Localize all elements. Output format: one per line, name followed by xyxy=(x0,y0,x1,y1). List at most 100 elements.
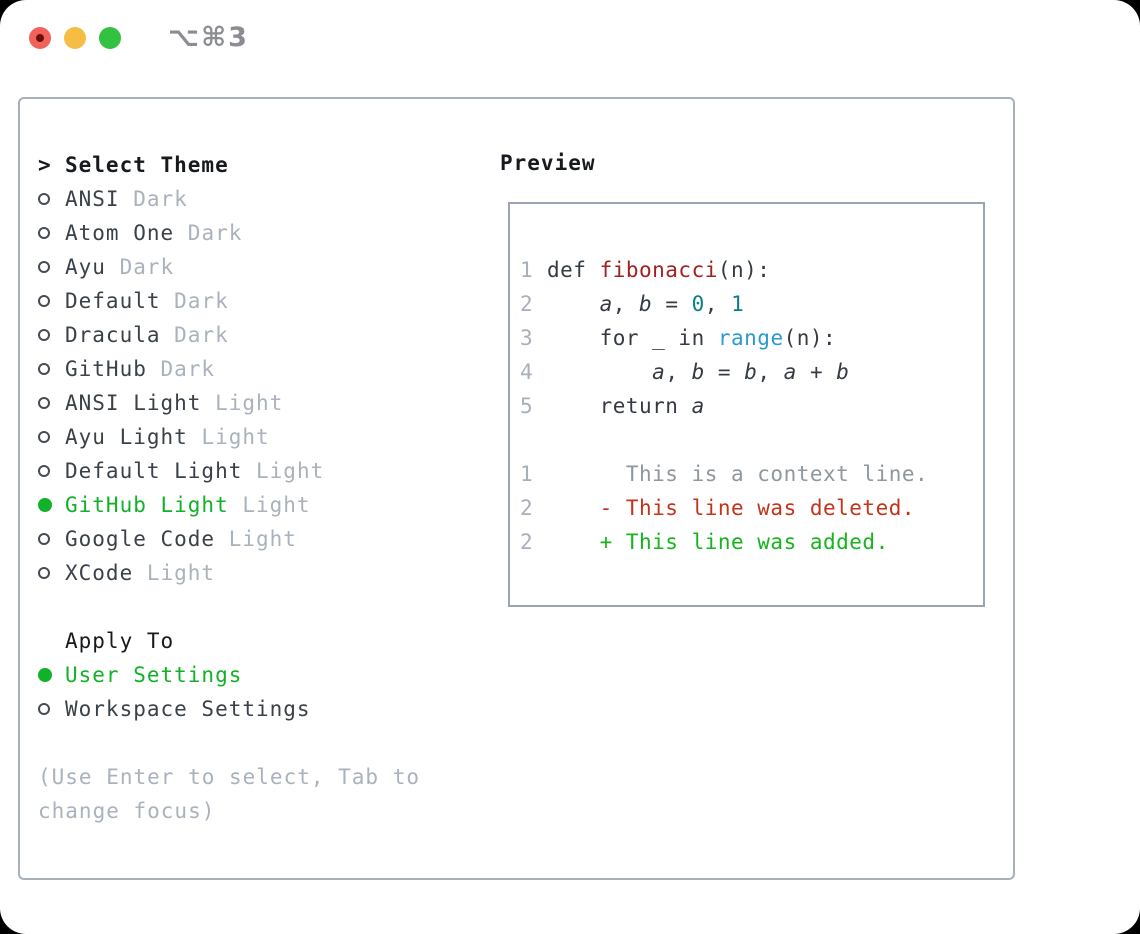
theme-option-atom-one[interactable]: Atom One Dark xyxy=(38,216,478,250)
titlebar: ⌥⌘3 xyxy=(0,0,1140,76)
code-token-base: for _ in xyxy=(547,326,718,350)
code-line: 1 This is a context line. xyxy=(520,457,928,491)
apply-option-workspace-settings[interactable]: Workspace Settings xyxy=(38,692,478,726)
radio-selected-icon xyxy=(38,668,65,682)
apply-to-title: Apply To xyxy=(65,629,175,653)
code-token-var: a xyxy=(691,394,705,418)
radio-unselected-icon xyxy=(38,193,65,205)
line-number: 3 xyxy=(520,326,534,350)
apply-option-user-settings[interactable]: User Settings xyxy=(38,658,478,692)
radio-unselected-icon xyxy=(38,295,65,307)
code-token-base: (n): xyxy=(783,326,837,350)
code-token-func: fibonacci xyxy=(599,258,718,282)
theme-option-default[interactable]: Default Dark xyxy=(38,284,478,318)
code-token-var: a xyxy=(652,360,666,384)
option-label: GitHub xyxy=(65,357,147,381)
code-token-base: def xyxy=(547,258,600,282)
option-variant-label: Dark xyxy=(160,289,229,313)
line-number: 2 xyxy=(520,292,534,316)
spacer xyxy=(38,726,478,760)
option-label: Ayu xyxy=(65,255,106,279)
code-token-base xyxy=(547,360,652,384)
theme-option-github[interactable]: GitHub Dark xyxy=(38,352,478,386)
code-line: 2 + This line was added. xyxy=(520,525,928,559)
theme-option-github-light[interactable]: GitHub Light Light xyxy=(38,488,478,522)
radio-unselected-icon xyxy=(38,567,65,579)
code-line: 4 a, b = b, a + b xyxy=(520,355,928,389)
theme-list-header: > Select Theme xyxy=(38,148,478,182)
code-token-base: , xyxy=(704,292,732,316)
option-variant-label: Light xyxy=(228,493,311,517)
code-token-base: + xyxy=(796,360,837,384)
hint-line-1: (Use Enter to select, Tab to xyxy=(38,765,421,789)
option-variant-label: Light xyxy=(201,391,284,415)
code-token-number: 0 xyxy=(691,292,705,316)
code-token-number: 1 xyxy=(731,292,745,316)
preview-title: Preview xyxy=(500,151,596,175)
code-token-deleted: - This line was deleted. xyxy=(547,496,916,520)
radio-unselected-icon xyxy=(38,261,65,273)
option-label: Atom One xyxy=(65,221,175,245)
option-label: ANSI xyxy=(65,187,120,211)
close-dot-icon xyxy=(36,34,44,42)
code-token-var: b xyxy=(691,360,705,384)
radio-unselected-icon xyxy=(38,363,65,375)
radio-unselected-icon xyxy=(38,533,65,545)
radio-unselected-icon xyxy=(38,431,65,443)
option-label: Google Code xyxy=(65,527,216,551)
line-number: 2 xyxy=(520,496,534,520)
radio-unselected-icon xyxy=(38,465,65,477)
option-label: ANSI Light xyxy=(65,391,202,415)
code-token-base: , xyxy=(665,360,692,384)
radio-selected-icon xyxy=(38,498,65,512)
line-number: 5 xyxy=(520,394,534,418)
theme-list-title: Select Theme xyxy=(65,153,229,177)
code-token-base: , xyxy=(757,360,784,384)
code-line: 3 for _ in range(n): xyxy=(520,321,928,355)
option-variant-label: Dark xyxy=(105,255,175,279)
option-variant-label: Light xyxy=(215,527,297,551)
maximize-button[interactable] xyxy=(99,27,121,49)
line-number: 1 xyxy=(520,462,534,486)
option-variant-label: Dark xyxy=(119,187,188,211)
theme-option-default-light[interactable]: Default Light Light xyxy=(38,454,478,488)
code-token-context: This is a context line. xyxy=(547,462,929,486)
code-token-base: , xyxy=(612,292,640,316)
theme-option-google-code[interactable]: Google Code Light xyxy=(38,522,478,556)
close-button[interactable] xyxy=(29,27,51,49)
code-token-var: b xyxy=(639,292,653,316)
option-variant-label: Light xyxy=(242,459,325,483)
theme-option-ayu-light[interactable]: Ayu Light Light xyxy=(38,420,478,454)
code-line: 5 return a xyxy=(520,389,928,423)
theme-option-ansi[interactable]: ANSI Dark xyxy=(38,182,478,216)
code-token-builtin: range xyxy=(717,326,784,350)
option-variant-label: Light xyxy=(133,561,216,585)
radio-unselected-icon xyxy=(38,329,65,341)
option-label: XCode xyxy=(65,561,134,585)
option-label: Ayu Light xyxy=(65,425,188,449)
option-variant-label: Dark xyxy=(146,357,216,381)
line-number: 2 xyxy=(520,530,534,554)
radio-unselected-icon xyxy=(38,703,65,715)
minimize-button[interactable] xyxy=(64,27,86,49)
code-token-base: = xyxy=(652,292,692,316)
option-variant-label: Dark xyxy=(160,323,229,347)
theme-option-ansi-light[interactable]: ANSI Light Light xyxy=(38,386,478,420)
option-label: GitHub Light xyxy=(65,493,229,517)
code-token-base: return xyxy=(547,394,692,418)
option-label: Workspace Settings xyxy=(65,697,311,721)
code-token-added: + This line was added. xyxy=(547,530,889,554)
theme-option-ayu[interactable]: Ayu Dark xyxy=(38,250,478,284)
window-title: ⌥⌘3 xyxy=(168,22,249,53)
theme-option-dracula[interactable]: Dracula Dark xyxy=(38,318,478,352)
code-line: 1 def fibonacci(n): xyxy=(520,253,928,287)
option-variant-label: Light xyxy=(187,425,270,449)
line-number: 1 xyxy=(520,258,534,282)
code-token-base xyxy=(547,292,600,316)
code-token-var: a xyxy=(783,360,797,384)
code-token-base: (n): xyxy=(717,258,771,282)
theme-option-xcode[interactable]: XCode Light xyxy=(38,556,478,590)
code-token-var: b xyxy=(744,360,758,384)
